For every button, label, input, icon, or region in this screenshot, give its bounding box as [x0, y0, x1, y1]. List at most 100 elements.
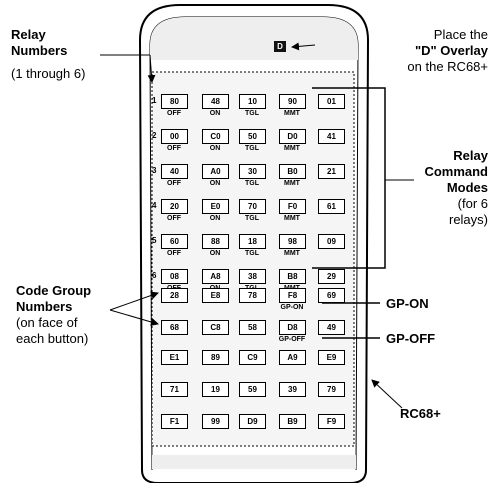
mode-label: TGL — [245, 110, 259, 117]
keypad-button[interactable]: 71 — [161, 382, 188, 397]
group-sub-label: GP-OFF — [278, 336, 306, 343]
keypad-button[interactable]: 09 — [318, 234, 345, 249]
d-overlay-badge: D — [274, 41, 286, 52]
keypad-button[interactable]: F9 — [318, 414, 345, 429]
keypad-button[interactable]: F1 — [161, 414, 188, 429]
relay-number: 6 — [152, 271, 157, 280]
keypad-button[interactable]: 20 — [161, 199, 188, 214]
keypad-button[interactable]: B9 — [279, 414, 306, 429]
keypad-button[interactable]: A9 — [279, 350, 306, 365]
mode-label: MMT — [284, 180, 300, 187]
place-line-1: Place the — [433, 27, 488, 42]
keypad-button[interactable]: 68 — [161, 320, 188, 335]
keypad-button[interactable]: 10 — [239, 94, 266, 109]
mode-label: OFF — [167, 215, 181, 222]
keypad-button[interactable]: 98 — [279, 234, 306, 249]
keypad-button[interactable]: 21 — [318, 164, 345, 179]
keypad-button[interactable]: E1 — [161, 350, 188, 365]
rcm-line-5: relays) — [448, 212, 488, 227]
keypad-button[interactable]: D8 — [279, 320, 306, 335]
keypad-button[interactable]: D0 — [279, 129, 306, 144]
keypad-button[interactable]: 39 — [279, 382, 306, 397]
keypad-button[interactable]: 90 — [279, 94, 306, 109]
code-group-title-2: Numbers — [16, 299, 73, 314]
mode-label: ON — [209, 215, 221, 222]
code-group-arrow-2 — [109, 309, 159, 326]
place-line-2: "D" Overlay — [414, 43, 488, 58]
rcm-line-4: (for 6 — [457, 196, 488, 211]
keypad-button[interactable]: D9 — [239, 414, 266, 429]
mode-label: OFF — [167, 250, 181, 257]
rc68-label: RC68+ — [400, 406, 441, 421]
keypad-button[interactable]: 29 — [318, 269, 345, 284]
mode-label: MMT — [284, 215, 300, 222]
place-line-3: on the RC68+ — [407, 59, 488, 74]
keypad-button[interactable]: 80 — [161, 94, 188, 109]
keypad-button[interactable]: 89 — [202, 350, 229, 365]
modes-bracket — [312, 87, 386, 269]
keypad-button[interactable]: F8 — [279, 288, 306, 303]
code-group-title-1: Code Group — [16, 283, 92, 298]
d-overlay-arrow — [291, 42, 316, 51]
relay-number: 1 — [152, 96, 157, 105]
keypad-button[interactable]: 49 — [318, 320, 345, 335]
mode-label: TGL — [245, 215, 259, 222]
code-group-sub-2: each button) — [16, 331, 89, 346]
relay-number: 5 — [152, 236, 157, 245]
keypad-button[interactable]: 30 — [239, 164, 266, 179]
keypad-button[interactable]: 48 — [202, 94, 229, 109]
keypad-button[interactable]: 41 — [318, 129, 345, 144]
keypad-button[interactable]: 50 — [239, 129, 266, 144]
keypad-button[interactable]: 58 — [239, 320, 266, 335]
remote-top-band — [150, 17, 358, 60]
mode-label: ON — [209, 110, 221, 117]
keypad-button[interactable]: 99 — [202, 414, 229, 429]
keypad-button[interactable]: B0 — [279, 164, 306, 179]
group-sub-label: GP-ON — [280, 304, 304, 311]
keypad-button[interactable]: A8 — [202, 269, 229, 284]
keypad-button[interactable]: A0 — [202, 164, 229, 179]
mode-label: ON — [209, 180, 221, 187]
keypad-button[interactable]: C9 — [239, 350, 266, 365]
relay-numbers-title-1: Relay — [11, 27, 46, 42]
keypad-button[interactable]: 78 — [239, 288, 266, 303]
keypad-button[interactable]: 19 — [202, 382, 229, 397]
remote-bottom-band — [152, 455, 356, 469]
keypad-button[interactable]: C8 — [202, 320, 229, 335]
keypad-button[interactable]: 88 — [202, 234, 229, 249]
relay-number: 3 — [152, 166, 157, 175]
code-group-arrow-1 — [109, 291, 159, 311]
keypad-button[interactable]: E0 — [202, 199, 229, 214]
keypad-button[interactable]: 70 — [239, 199, 266, 214]
relay-number: 2 — [152, 131, 157, 140]
keypad-button[interactable]: 61 — [318, 199, 345, 214]
keypad-button[interactable]: 28 — [161, 288, 188, 303]
keypad-button[interactable]: E9 — [318, 350, 345, 365]
keypad-button[interactable]: 18 — [239, 234, 266, 249]
keypad-button[interactable]: 01 — [318, 94, 345, 109]
keypad-button[interactable]: C0 — [202, 129, 229, 144]
relay-numbers-arrow — [147, 54, 156, 83]
mode-label: ON — [209, 145, 221, 152]
mode-label: TGL — [245, 180, 259, 187]
relay-number: 4 — [152, 201, 157, 210]
rcm-line-1: Relay — [453, 148, 488, 163]
keypad-button[interactable]: F0 — [279, 199, 306, 214]
remote-outline — [138, 4, 370, 483]
keypad-button[interactable]: 59 — [239, 382, 266, 397]
relay-numbers-sub: (1 through 6) — [11, 66, 86, 81]
keypad-button[interactable]: 40 — [161, 164, 188, 179]
mode-label: MMT — [284, 110, 300, 117]
gp-off-label: GP-OFF — [386, 331, 436, 346]
mode-label: OFF — [167, 110, 181, 117]
keypad-button[interactable]: E8 — [202, 288, 229, 303]
keypad-button[interactable]: 60 — [161, 234, 188, 249]
keypad-button[interactable]: 79 — [318, 382, 345, 397]
mode-label: ON — [209, 250, 221, 257]
gp-on-label: GP-ON — [386, 296, 429, 311]
keypad-button[interactable]: 69 — [318, 288, 345, 303]
keypad-button[interactable]: B8 — [279, 269, 306, 284]
keypad-button[interactable]: 38 — [239, 269, 266, 284]
keypad-button[interactable]: 00 — [161, 129, 188, 144]
keypad-button[interactable]: 08 — [161, 269, 188, 284]
